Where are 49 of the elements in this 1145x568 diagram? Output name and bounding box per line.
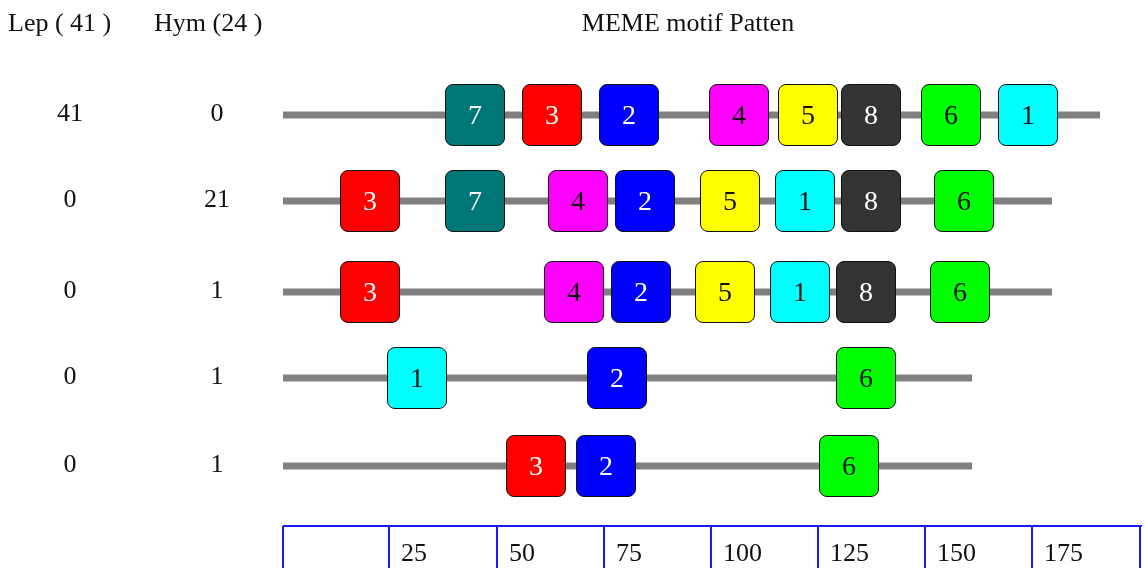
- count-label: 41: [57, 98, 83, 128]
- motif-box: 4: [709, 84, 769, 146]
- tick-label: 50: [509, 538, 535, 568]
- motif-box: 1: [775, 170, 835, 232]
- motif-box: 7: [445, 170, 505, 232]
- column-header: Hym (24 ): [154, 8, 263, 38]
- motif-box: 2: [615, 170, 675, 232]
- motif-box: 2: [599, 84, 659, 146]
- tick-label: 150: [937, 538, 976, 568]
- motif-box: 2: [576, 435, 636, 497]
- count-label: 0: [63, 449, 77, 479]
- motif-box: 8: [836, 261, 896, 323]
- motif-box: 2: [587, 347, 647, 409]
- motif-box: 7: [445, 84, 505, 146]
- motif-box: 3: [340, 170, 400, 232]
- tick-label: 125: [830, 538, 869, 568]
- motif-box: 5: [695, 261, 755, 323]
- motif-box: 6: [819, 435, 879, 497]
- motif-box: 6: [930, 261, 990, 323]
- motif-box: 3: [340, 261, 400, 323]
- count-label: 1: [210, 449, 224, 479]
- motif-box: 1: [770, 261, 830, 323]
- tick-label: 175: [1044, 538, 1083, 568]
- count-label: 21: [204, 184, 230, 214]
- motif-box: 5: [778, 84, 838, 146]
- tick-label: 100: [723, 538, 762, 568]
- tick-label: 75: [616, 538, 642, 568]
- count-label: 0: [63, 275, 77, 305]
- motif-box: 1: [387, 347, 447, 409]
- chart-title: MEME motif Patten: [581, 8, 795, 38]
- motif-box: 6: [836, 347, 896, 409]
- motif-box: 1: [998, 84, 1058, 146]
- motif-box: 3: [506, 435, 566, 497]
- motif-box: 6: [934, 170, 994, 232]
- count-label: 0: [210, 98, 224, 128]
- count-label: 1: [210, 275, 224, 305]
- count-label: 0: [63, 184, 77, 214]
- motif-box: 3: [522, 84, 582, 146]
- motif-box: 6: [921, 84, 981, 146]
- motif-box: 4: [548, 170, 608, 232]
- motif-box: 8: [841, 84, 901, 146]
- count-label: 1: [210, 361, 224, 391]
- motif-box: 4: [544, 261, 604, 323]
- tick-label: 25: [401, 538, 427, 568]
- motif-box: 5: [700, 170, 760, 232]
- column-header: Lep ( 41 ): [8, 8, 112, 38]
- count-label: 0: [63, 361, 77, 391]
- motif-box: 8: [841, 170, 901, 232]
- motif-box: 2: [611, 261, 671, 323]
